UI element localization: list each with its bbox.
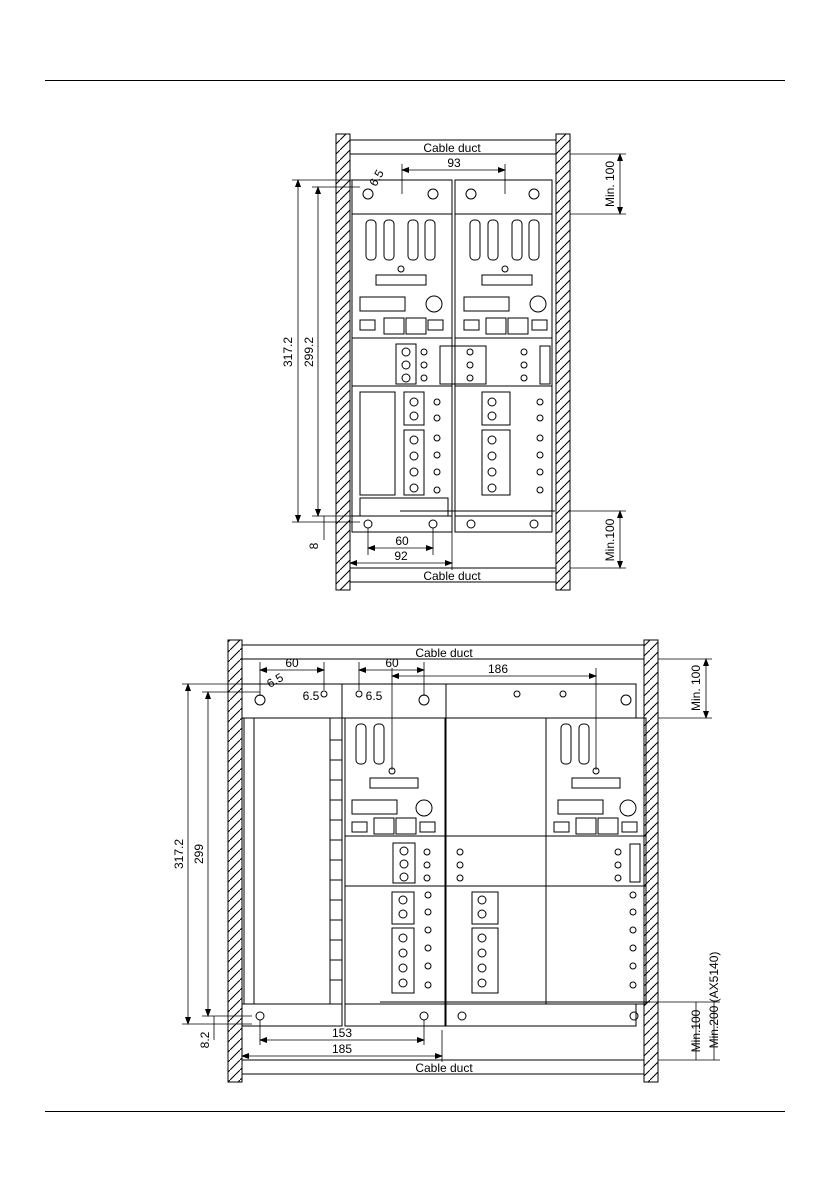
label-dim-317-2: 317.2	[281, 337, 295, 367]
label-min100-top: Min. 100	[689, 665, 703, 711]
label-dim-153: 153	[332, 1026, 352, 1040]
label-dim-8: 8	[307, 542, 321, 549]
label-min200-ax5140: Min.200 (AX5140)	[707, 952, 721, 1049]
label-min100-top: Min. 100	[603, 161, 617, 207]
label-dim-60: 60	[395, 534, 409, 548]
servo-module-a	[352, 180, 452, 532]
supply-module-wide	[380, 684, 650, 1026]
label-cable-duct-bottom: Cable duct	[415, 1061, 473, 1075]
label-dim-8-2: 8.2	[198, 1031, 212, 1048]
label-min100-bottom: Min.100	[603, 518, 617, 561]
label-dim-317-2: 317.2	[172, 839, 186, 869]
bottom-mounting-diagram	[182, 640, 720, 1082]
label-dim-60-b: 60	[385, 656, 399, 670]
label-dim-185: 185	[332, 1042, 352, 1056]
label-dim-186: 186	[488, 662, 508, 676]
label-dim-60-a: 60	[285, 656, 299, 670]
label-dim-299-2: 299.2	[302, 337, 316, 367]
label-cable-duct-top: Cable duct	[415, 646, 473, 660]
label-min100-bottom: Min.100	[689, 1009, 703, 1052]
label-cable-duct-bottom: Cable duct	[423, 569, 481, 583]
label-dim-92: 92	[394, 549, 408, 563]
label-dim-6-5-a: 6.5	[264, 670, 286, 691]
right-wall	[556, 134, 570, 590]
label-dim-299: 299	[192, 844, 206, 864]
label-dim-93: 93	[447, 156, 461, 170]
servo-module-center	[342, 684, 446, 1026]
label-cable-duct-top: Cable duct	[423, 141, 481, 155]
power-supply-unit	[242, 684, 342, 1026]
top-mounting-diagram	[292, 134, 626, 590]
label-dim-6-5-c: 6.5	[366, 689, 383, 703]
label-dim-6-5-b: 6.5	[303, 689, 320, 703]
servo-module-b	[400, 180, 555, 532]
